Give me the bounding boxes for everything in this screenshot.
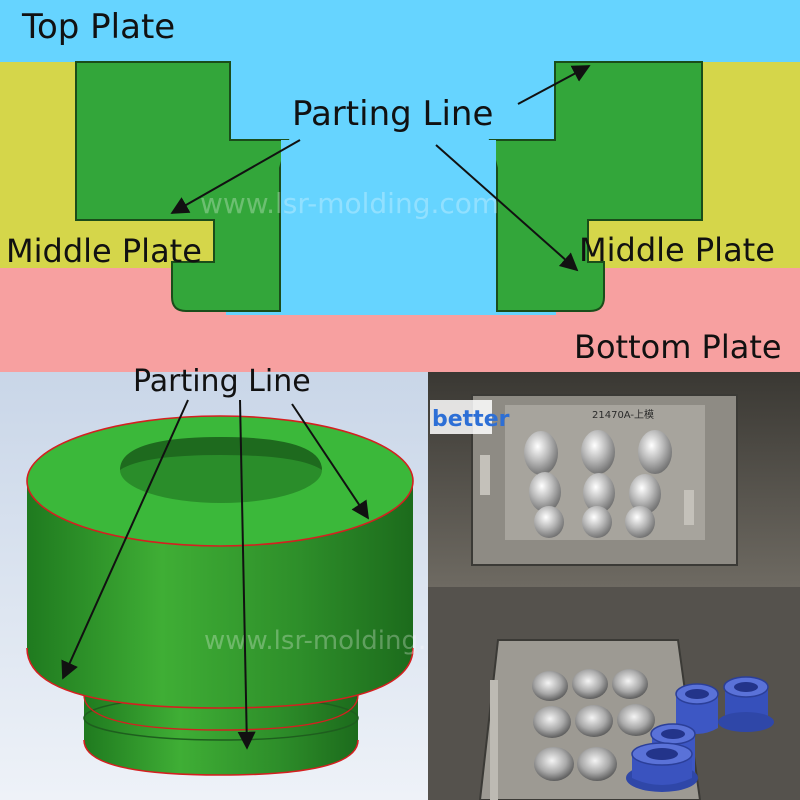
- cavity: [572, 669, 608, 699]
- mold-mark-text: 21470A-上模: [592, 409, 654, 421]
- parting-line-3d-label: Parting Line: [133, 364, 311, 399]
- bore-inner-shadow: [120, 437, 322, 470]
- parting-line-label: Parting Line: [292, 94, 493, 134]
- cavity: [577, 747, 617, 781]
- blue-seal-hole: [661, 729, 685, 739]
- lower-cavities: [532, 669, 655, 781]
- logo-badge: [430, 400, 492, 434]
- cavity: [612, 669, 648, 699]
- cavity: [575, 705, 613, 737]
- watermark-top: www.lsr-molding.com: [200, 187, 499, 220]
- blue-seal-flange: [718, 712, 774, 732]
- main-bottom-parting-line: [26, 647, 414, 709]
- lower-top-edge: [83, 694, 359, 731]
- cavity: [532, 671, 568, 701]
- core: [534, 506, 564, 538]
- blue-seal-hole: [646, 748, 678, 760]
- core: [583, 473, 615, 513]
- upper-cores: [524, 430, 672, 538]
- blue-seal-hole: [685, 689, 709, 699]
- mold-cross-section: www.lsr-molding.com Top Plate Parting Li…: [0, 0, 800, 372]
- core: [629, 474, 661, 514]
- guide-pin: [684, 490, 694, 525]
- core: [581, 430, 615, 474]
- logo-text: better: [432, 407, 510, 432]
- blue-seals: [626, 676, 774, 792]
- core: [582, 506, 612, 538]
- molded-part-right: [488, 61, 703, 312]
- ejector-rod: [490, 680, 498, 800]
- cavity: [533, 706, 571, 738]
- mold-photo: 21470A-上模 better: [428, 372, 800, 800]
- core: [625, 506, 655, 538]
- top-plate-label: Top Plate: [21, 7, 175, 47]
- lower-cylinder-body: [84, 695, 358, 775]
- core: [529, 472, 561, 512]
- parting-line-arrow-1: [170, 139, 301, 214]
- cavity: [617, 704, 655, 736]
- cavity: [534, 747, 574, 781]
- lower-parting-line: [83, 739, 359, 776]
- guide-pin: [480, 455, 490, 495]
- middle-plate-left-label: Middle Plate: [6, 232, 202, 270]
- parting-line-arrow-2: [517, 65, 591, 105]
- middle-plate-right-label: Middle Plate: [579, 231, 775, 269]
- parting-line-3d-arrow-1: [61, 399, 189, 680]
- cad-part-view: www.lsr-molding.com Parting Line: [0, 364, 482, 800]
- core-pin: [281, 140, 496, 311]
- parting-line-arrow-3: [435, 144, 579, 272]
- bottom-plate-label: Bottom Plate: [574, 328, 782, 366]
- core: [638, 430, 672, 474]
- core: [524, 431, 558, 475]
- top-plate: [0, 0, 800, 62]
- blue-seal: [676, 695, 718, 734]
- parting-line-3d-arrow-2: [237, 399, 256, 750]
- parting-line-3d-arrow-3: [291, 403, 369, 520]
- blue-seal-hole: [734, 682, 758, 692]
